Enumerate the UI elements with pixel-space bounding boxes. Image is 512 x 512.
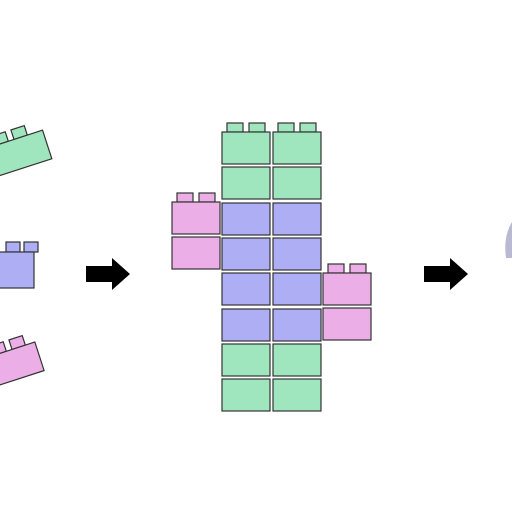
brick-cell-green [272, 166, 322, 200]
brick-cell-green [221, 131, 271, 165]
pink-brick [0, 334, 45, 388]
stud [349, 263, 367, 274]
loose-bricks-group [0, 124, 53, 388]
green-brick-body [0, 129, 53, 178]
brick-cell-pink [322, 272, 372, 306]
stud [226, 122, 244, 133]
brick-cell-blue [221, 272, 271, 306]
brick-cell-green [272, 131, 322, 165]
brick-cell-blue [221, 308, 271, 342]
brick-cell-blue [272, 272, 322, 306]
blue-brick-stud [23, 241, 39, 253]
brick-cell-pink [171, 236, 221, 270]
blue-brick-stud [5, 241, 21, 253]
brick-cell-blue [221, 237, 271, 271]
brick-cell-blue [272, 202, 322, 236]
brick-cell-green [272, 343, 322, 377]
stud [299, 122, 317, 133]
brick-cell-green [272, 378, 322, 412]
assembled-brick-structure [171, 122, 372, 412]
stud [176, 192, 194, 203]
blue-brick [0, 241, 39, 289]
right-arrow-2 [424, 258, 468, 290]
brick-cell-pink [322, 307, 372, 341]
pink-brick-body [0, 341, 45, 388]
brick-cell-blue [272, 237, 322, 271]
brick-cell-green [221, 378, 271, 412]
stud [248, 122, 266, 133]
brick-cell-blue [272, 308, 322, 342]
right-arrow-1 [86, 258, 130, 290]
clipped-result-shape [505, 222, 512, 258]
stud [198, 192, 216, 203]
brick-cell-pink [171, 201, 221, 235]
brick-cell-blue [221, 202, 271, 236]
brick-cell-green [221, 343, 271, 377]
green-brick [0, 124, 53, 178]
stud [327, 263, 345, 274]
brick-cell-green [221, 166, 271, 200]
stud [277, 122, 295, 133]
blue-brick-body [0, 251, 35, 289]
